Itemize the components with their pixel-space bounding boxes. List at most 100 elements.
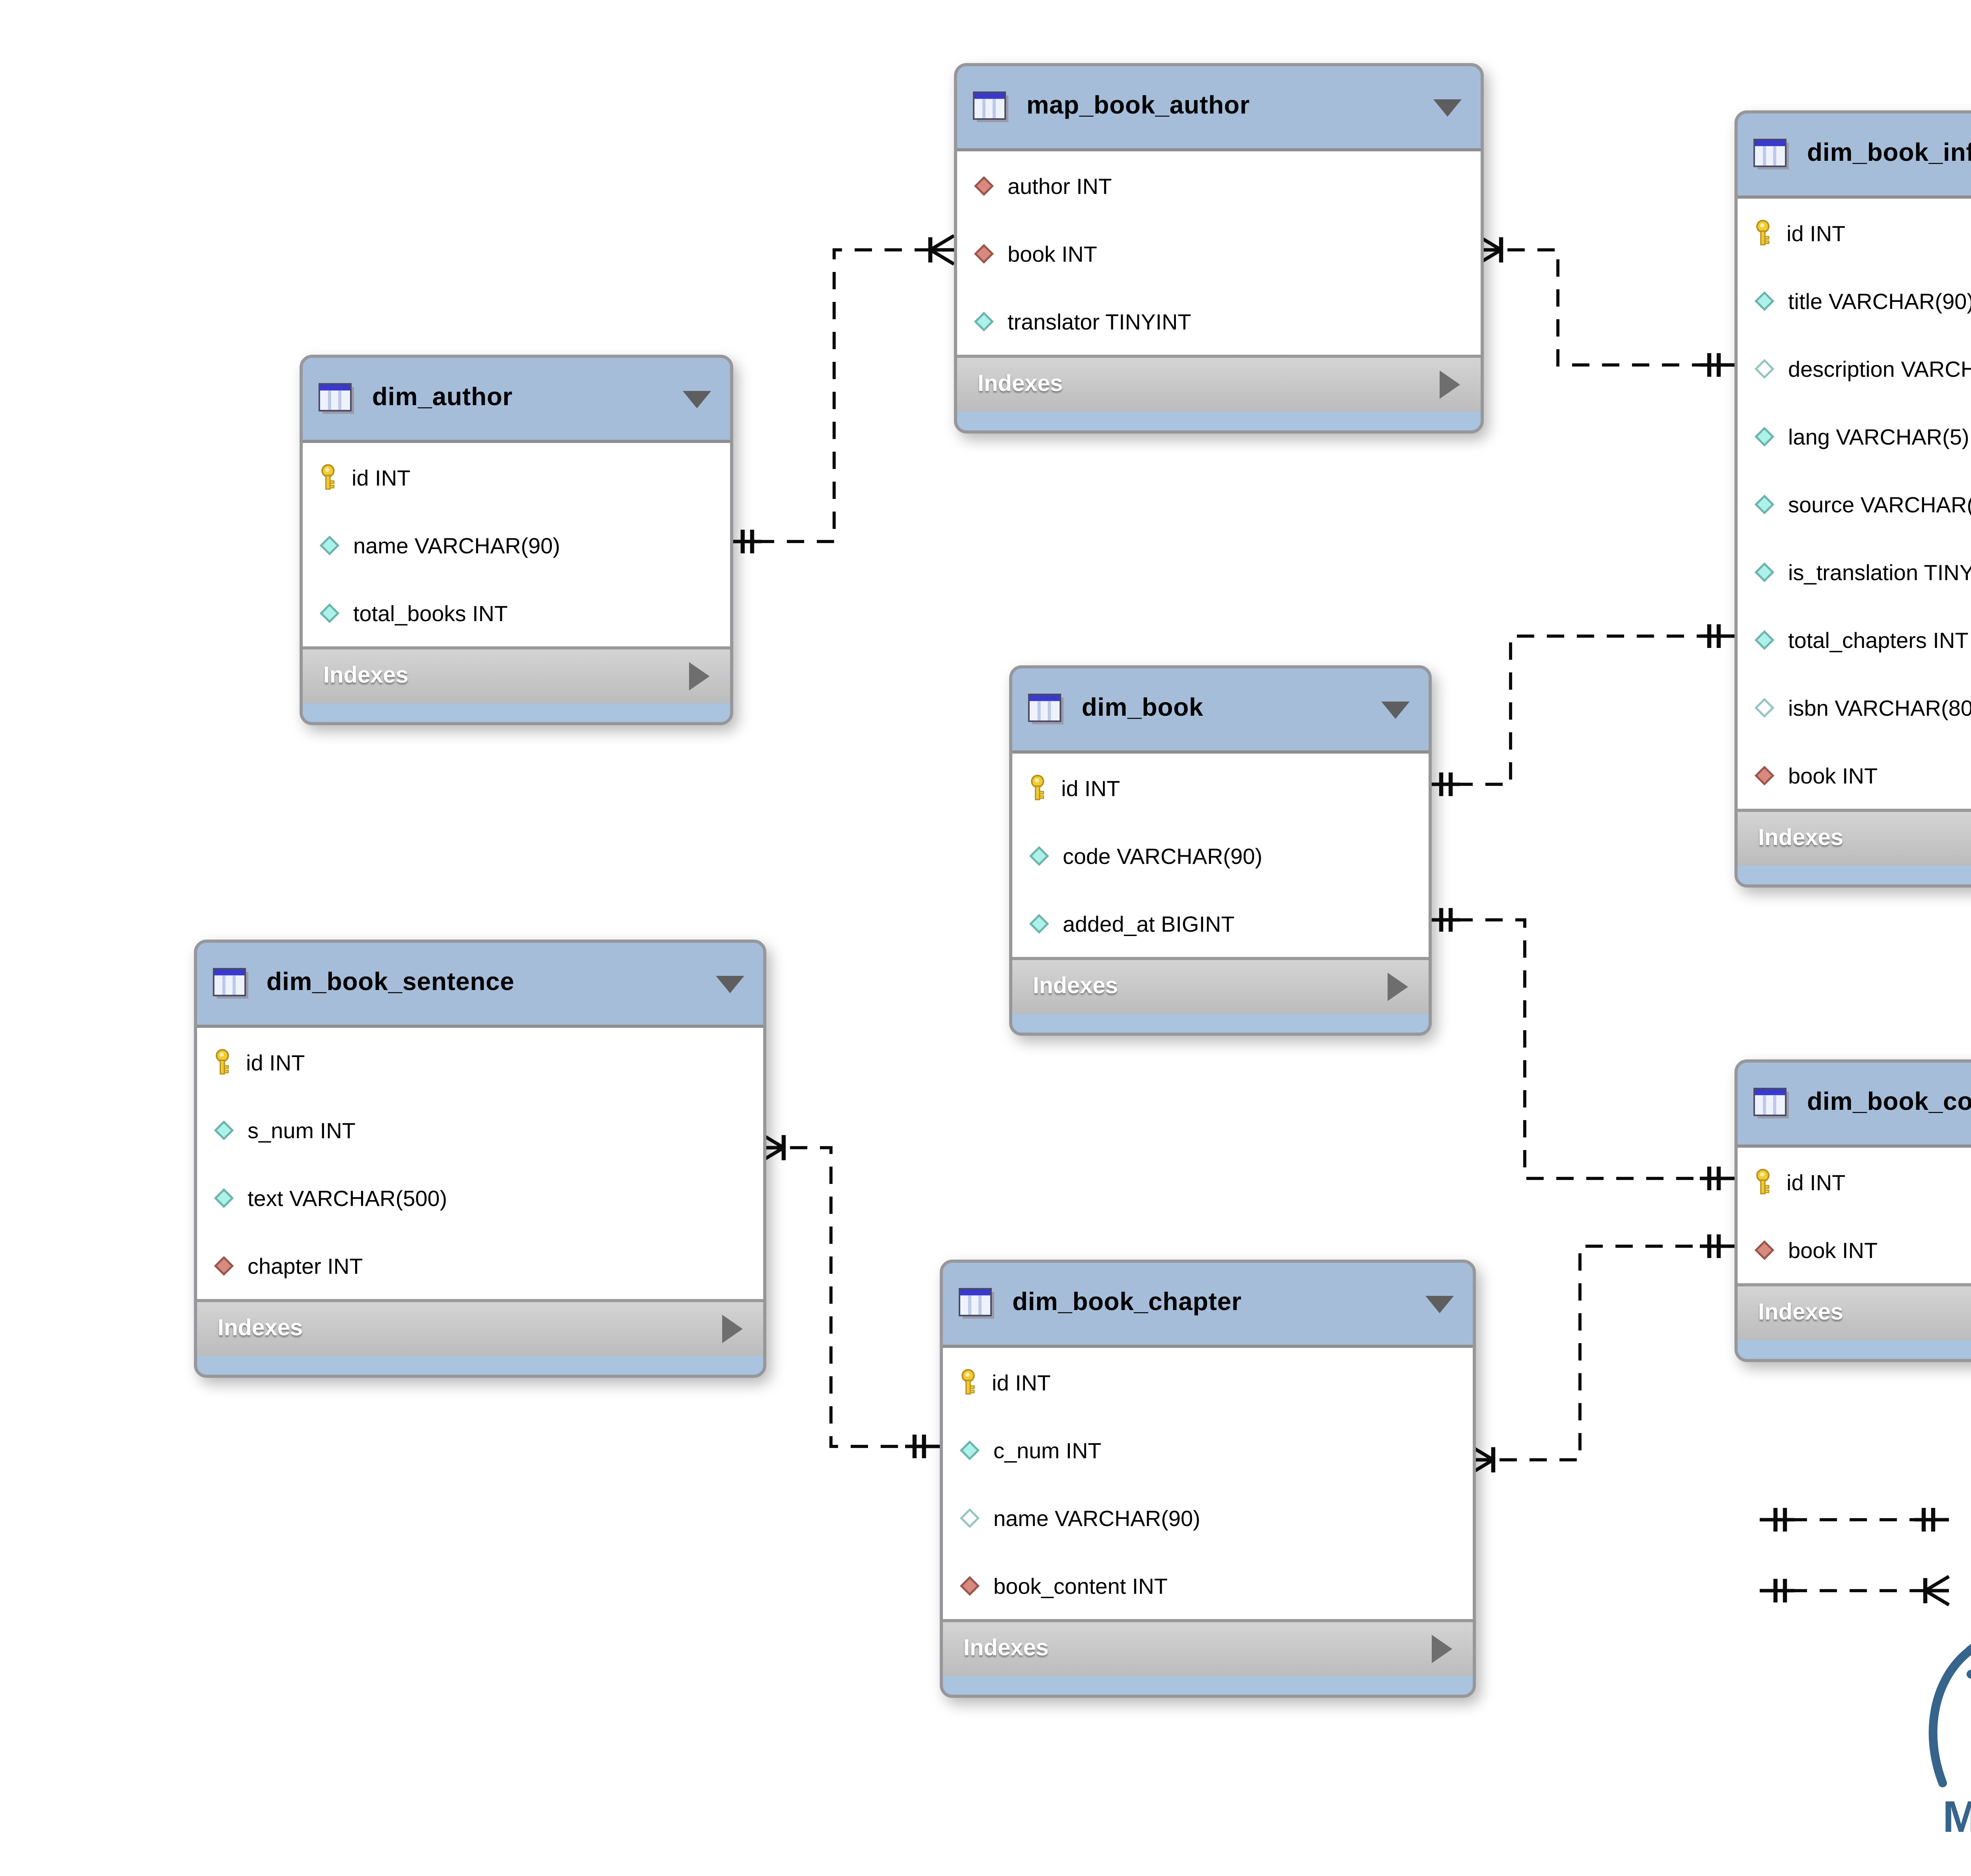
table-title: dim_book_sentence	[266, 970, 514, 996]
column-label: total_books INT	[353, 600, 508, 625]
relationship-connector-author-map_book_author[interactable]	[727, 248, 954, 543]
table-dim_book_info[interactable]: dim_book_info id INT title VARCHAR(90) d…	[1734, 110, 1971, 888]
column-diamond-icon	[1029, 913, 1049, 933]
column-row[interactable]: title VARCHAR(90)	[1738, 266, 1971, 334]
indexes-bar-dim_author[interactable]: Indexes	[303, 650, 730, 703]
indexes-bar-dim_book_chapter[interactable]: Indexes	[943, 1622, 1473, 1676]
expand-arrow-icon[interactable]	[1440, 370, 1460, 399]
indexes-bar-dim_book_sentence[interactable]: Indexes	[197, 1302, 763, 1356]
relationship-connector-book-book_content[interactable]	[1425, 918, 1734, 1180]
mysql-logo: My SQL ®	[1908, 1633, 1971, 1859]
column-label: code VARCHAR(90)	[1063, 843, 1263, 868]
table-dim_book_chapter[interactable]: dim_book_chapter id INT c_num INT name V…	[940, 1260, 1476, 1698]
column-row[interactable]: book INT	[1738, 1215, 1971, 1283]
nullable-column-diamond-icon	[1754, 358, 1775, 378]
primary-key-icon	[961, 1369, 975, 1395]
table-icon	[1753, 138, 1789, 169]
column-row[interactable]: translator TINYINT	[957, 287, 1481, 355]
indexes-bar-dim_book_info[interactable]: Indexes	[1738, 812, 1971, 865]
column-label: id INT	[352, 464, 411, 489]
table-dim_author[interactable]: dim_author id INT name VARCHAR(90) total…	[300, 355, 733, 725]
relationship-connector-chapter-book_content[interactable]	[1470, 1245, 1734, 1461]
column-row[interactable]: id INT	[1012, 754, 1429, 821]
column-label: source VARCHAR(90)	[1788, 491, 1971, 516]
table-header-dim_book[interactable]: dim_book	[1012, 668, 1429, 750]
expand-arrow-icon[interactable]	[689, 662, 710, 690]
column-row[interactable]: book_content INT	[943, 1551, 1473, 1619]
column-diamond-icon	[319, 602, 340, 623]
relationship-connector-sentence-chapter[interactable]	[760, 1146, 940, 1448]
table-footer-strip	[1738, 865, 1971, 884]
column-row[interactable]: s_num INT	[197, 1096, 763, 1163]
relationship-connector-book-book_info[interactable]	[1425, 635, 1734, 786]
table-header-dim_book_sentence[interactable]: dim_book_sentence	[197, 943, 763, 1025]
collapse-arrow-icon[interactable]	[683, 390, 711, 408]
column-row[interactable]: lang VARCHAR(5)	[1738, 402, 1971, 470]
mysql-wordmark-my: My	[1943, 1792, 1971, 1841]
column-row[interactable]: book INT	[1738, 741, 1971, 809]
column-diamond-icon	[1029, 845, 1049, 865]
column-row[interactable]: description VARCHAR(200)	[1738, 334, 1971, 402]
column-row[interactable]: author INT	[957, 151, 1481, 219]
table-title: dim_book_chapter	[1012, 1290, 1242, 1316]
table-header-dim_author[interactable]: dim_author	[303, 358, 730, 440]
expand-arrow-icon[interactable]	[722, 1315, 743, 1343]
column-row[interactable]: chapter INT	[197, 1231, 763, 1299]
expand-arrow-icon[interactable]	[1388, 973, 1408, 1001]
table-columns-dim_book_info: id INT title VARCHAR(90) description VAR…	[1738, 195, 1971, 812]
collapse-arrow-icon[interactable]	[1381, 701, 1410, 718]
column-row[interactable]: name VARCHAR(90)	[303, 511, 730, 579]
expand-arrow-icon[interactable]	[1432, 1635, 1452, 1663]
table-dim_book_sentence[interactable]: dim_book_sentence id INT s_num INT text …	[194, 940, 766, 1378]
table-map_book_author[interactable]: map_book_author author INT book INT tran…	[954, 63, 1484, 434]
table-icon	[319, 382, 354, 413]
column-row[interactable]: source VARCHAR(90)	[1738, 470, 1971, 538]
primary-key-icon	[1031, 774, 1044, 800]
table-title: dim_author	[372, 385, 513, 411]
collapse-arrow-icon[interactable]	[1433, 99, 1462, 116]
column-label: book INT	[1788, 762, 1878, 787]
column-row[interactable]: total_chapters INT	[1738, 605, 1971, 673]
table-header-dim_book_content[interactable]: dim_book_content	[1738, 1063, 1971, 1145]
indexes-bar-map_book_author[interactable]: Indexes	[957, 358, 1481, 411]
column-row[interactable]: added_at BIGINT	[1012, 889, 1429, 957]
table-header-dim_book_info[interactable]: dim_book_info	[1738, 114, 1971, 195]
table-dim_book[interactable]: dim_book id INT code VARCHAR(90) added_a…	[1009, 665, 1432, 1036]
column-row[interactable]: is_translation TINYINT	[1738, 538, 1971, 605]
column-label: id INT	[992, 1369, 1051, 1394]
table-footer-strip	[197, 1356, 763, 1375]
column-row[interactable]: total_books INT	[303, 579, 730, 646]
column-row[interactable]: c_num INT	[943, 1416, 1473, 1483]
table-header-map_book_author[interactable]: map_book_author	[957, 66, 1481, 148]
column-row[interactable]: id INT	[943, 1348, 1473, 1416]
column-diamond-icon	[1754, 561, 1775, 582]
column-row[interactable]: id INT	[1738, 1148, 1971, 1215]
indexes-label: Indexes	[218, 1316, 303, 1342]
indexes-bar-dim_book[interactable]: Indexes	[1012, 960, 1429, 1014]
foreign-key-diamond-icon	[959, 1575, 980, 1595]
table-icon	[959, 1287, 994, 1318]
mapping-legend: One to One Mapping One to Many Mapping	[1753, 1494, 1971, 1616]
column-row[interactable]: id INT	[197, 1028, 763, 1096]
table-header-dim_book_chapter[interactable]: dim_book_chapter	[943, 1263, 1473, 1345]
column-row[interactable]: id INT	[1738, 199, 1971, 266]
relationship-connector-map_book_author-book_info[interactable]	[1477, 248, 1734, 367]
column-diamond-icon	[959, 1439, 980, 1460]
column-row[interactable]: isbn VARCHAR(80)	[1738, 673, 1971, 741]
table-title: map_book_author	[1026, 93, 1250, 120]
column-row[interactable]: book INT	[957, 219, 1481, 287]
column-row[interactable]: id INT	[303, 443, 730, 511]
column-diamond-icon	[214, 1119, 234, 1140]
indexes-bar-dim_book_content[interactable]: Indexes	[1738, 1286, 1971, 1340]
table-columns-dim_book_content: id INT book INT	[1738, 1145, 1971, 1286]
column-row[interactable]: text VARCHAR(500)	[197, 1163, 763, 1231]
one-to-one-mapping-symbol	[1760, 1508, 1949, 1532]
collapse-arrow-icon[interactable]	[1425, 1295, 1454, 1312]
column-label: title VARCHAR(90)	[1788, 288, 1971, 313]
primary-key-icon	[216, 1049, 229, 1075]
collapse-arrow-icon[interactable]	[716, 975, 744, 992]
column-row[interactable]: code VARCHAR(90)	[1012, 821, 1429, 889]
column-row[interactable]: name VARCHAR(90)	[943, 1483, 1473, 1551]
